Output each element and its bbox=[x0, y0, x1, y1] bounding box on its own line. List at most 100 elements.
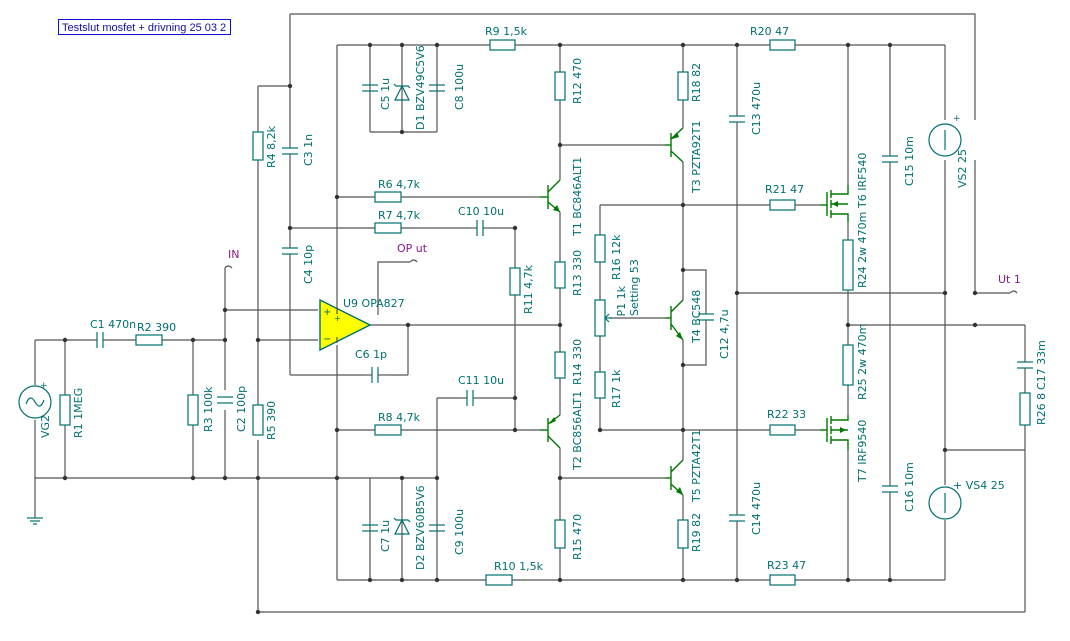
resistor-r10 bbox=[485, 574, 513, 586]
label-c17: C17 33m bbox=[1035, 340, 1048, 390]
resistor-r14 bbox=[554, 351, 566, 379]
label-vs2: VS2 25 bbox=[956, 149, 969, 188]
capacitor-c10 bbox=[470, 220, 490, 236]
label-r6: R6 4,7k bbox=[378, 178, 421, 191]
resistor-r26 bbox=[1019, 392, 1031, 426]
label-c10: C10 10u bbox=[458, 205, 504, 218]
label-r15: R15 470 bbox=[571, 514, 584, 560]
net-label-in: IN bbox=[228, 248, 239, 261]
label-t6: T6 IRF540 bbox=[856, 153, 869, 209]
label-r13: R13 330 bbox=[571, 250, 584, 296]
label-r8: R8 4,7k bbox=[378, 411, 421, 424]
schematic-title: Testslut mosfet + drivning 25 03 2 bbox=[58, 19, 231, 35]
resistor-r18 bbox=[677, 71, 689, 101]
svg-text:+: + bbox=[334, 314, 341, 323]
label-c4: C4 10p bbox=[302, 245, 315, 284]
capacitor-c3 bbox=[282, 135, 298, 160]
label-r24: R24 2w 470m bbox=[856, 212, 869, 288]
transistor-t4 bbox=[665, 299, 684, 341]
signal-generator-vg2: + bbox=[18, 381, 52, 419]
label-c12: C12 4,7u bbox=[718, 309, 731, 359]
label-d2: D2 BZV60B5V6 bbox=[414, 485, 427, 570]
label-r4: R4 8,2k bbox=[265, 125, 278, 168]
capacitor-c5 bbox=[362, 84, 378, 92]
resistor-r16 bbox=[594, 234, 606, 263]
zener-diode-d2 bbox=[393, 517, 411, 535]
capacitor-c2 bbox=[217, 396, 233, 404]
capacitor-c16 bbox=[882, 480, 898, 498]
resistor-r7 bbox=[374, 222, 402, 234]
resistor-r25 bbox=[842, 344, 854, 386]
label-t4: T4 BC548 bbox=[690, 290, 703, 344]
label-c8: C8 100u bbox=[453, 64, 466, 110]
label-c11: C11 10u bbox=[458, 374, 504, 387]
label-c13: C13 470u bbox=[750, 82, 763, 135]
transistor-t2 bbox=[540, 414, 561, 449]
resistor-r8 bbox=[374, 424, 402, 436]
resistor-r17 bbox=[594, 371, 606, 399]
resistor-r24 bbox=[842, 239, 854, 291]
resistor-r6 bbox=[374, 191, 402, 203]
label-r12: R12 470 bbox=[571, 58, 584, 104]
capacitor-c7 bbox=[362, 524, 378, 532]
resistor-r5 bbox=[252, 404, 264, 436]
label-c1: C1 470n bbox=[90, 318, 136, 331]
label-c6: C6 1p bbox=[355, 348, 387, 361]
resistor-r12 bbox=[554, 71, 566, 101]
svg-text:+: + bbox=[40, 381, 48, 391]
resistor-r13 bbox=[554, 261, 566, 289]
label-r5: R5 390 bbox=[265, 401, 278, 440]
net-label-out: Ut 1 bbox=[998, 273, 1021, 286]
labels: R9 1,5k R20 47 C1 470n R2 390 R6 4,7k R7… bbox=[39, 25, 1048, 573]
label-c7: C7 1u bbox=[379, 520, 392, 552]
label-p1: P1 1k bbox=[615, 285, 628, 316]
zener-diode-d1 bbox=[393, 83, 411, 101]
label-r11: R11 4,7k bbox=[522, 264, 535, 314]
capacitor-c6 bbox=[365, 367, 390, 383]
label-r10: R10 1,5k bbox=[494, 560, 544, 573]
capacitor-c11 bbox=[460, 390, 480, 406]
label-r19: R19 82 bbox=[690, 513, 703, 552]
label-t7: T7 IRF9540 bbox=[856, 420, 869, 483]
label-t1: T1 BC846ALT1 bbox=[571, 157, 584, 237]
resistor-r22 bbox=[769, 424, 796, 436]
resistor-r19 bbox=[677, 519, 689, 549]
net-label-op-out: OP ut bbox=[397, 242, 428, 255]
label-r14: R14 330 bbox=[571, 339, 584, 385]
label-r17: R17 1k bbox=[610, 369, 623, 408]
label-r23: R23 47 bbox=[767, 559, 806, 572]
label-vs4: + VS4 25 bbox=[953, 479, 1005, 492]
label-t5: T5 PZTA42T1 bbox=[690, 430, 703, 504]
mosfet-t6 bbox=[820, 185, 849, 222]
resistor-r1 bbox=[59, 394, 71, 426]
label-r22: R22 33 bbox=[767, 408, 806, 421]
resistor-r23 bbox=[769, 574, 796, 586]
resistor-r4 bbox=[252, 131, 264, 161]
capacitor-c14 bbox=[729, 510, 745, 528]
wires bbox=[34, 13, 1026, 613]
transistor-t5 bbox=[665, 459, 684, 496]
label-u9: U9 OPA827 bbox=[343, 297, 405, 310]
label-c14: C14 470u bbox=[750, 482, 763, 535]
potentiometer-p1 bbox=[594, 299, 613, 337]
capacitor-c13 bbox=[729, 110, 745, 130]
label-vg2: VG2 bbox=[39, 415, 52, 438]
resistor-r21 bbox=[769, 199, 796, 211]
mosfet-t7 bbox=[820, 415, 849, 450]
resistor-r9 bbox=[489, 39, 516, 51]
capacitor-c17 bbox=[1017, 355, 1033, 375]
label-r25: R25 2w 470m bbox=[856, 324, 869, 400]
svg-text:+: + bbox=[323, 307, 331, 318]
label-t3: T3 PZTA92T1 bbox=[690, 121, 703, 195]
svg-text:−: − bbox=[323, 334, 331, 345]
capacitor-c15 bbox=[882, 150, 898, 168]
voltage-source-vs2: + bbox=[928, 114, 962, 157]
label-r16: R16 12k bbox=[610, 234, 623, 280]
capacitor-c4 bbox=[282, 245, 298, 262]
label-r3: R3 100k bbox=[202, 386, 215, 432]
label-t2: T2 BC856ALT1 bbox=[571, 391, 584, 471]
junction-dots bbox=[62, 42, 978, 615]
label-r20: R20 47 bbox=[750, 25, 789, 38]
label-r2: R2 390 bbox=[137, 321, 176, 334]
